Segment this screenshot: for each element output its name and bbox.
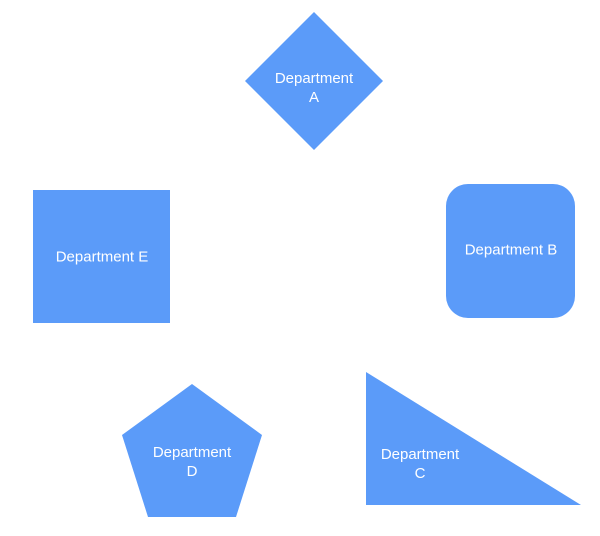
node-department-d-pentagon-shape[interactable] — [122, 384, 262, 517]
node-department-a-diamond-shape[interactable] — [245, 12, 383, 150]
node-department-e-square-shape[interactable] — [33, 190, 170, 323]
node-department-b-rounded-square-shape[interactable] — [446, 184, 575, 318]
node-department-c-triangle-shape[interactable] — [366, 372, 581, 505]
